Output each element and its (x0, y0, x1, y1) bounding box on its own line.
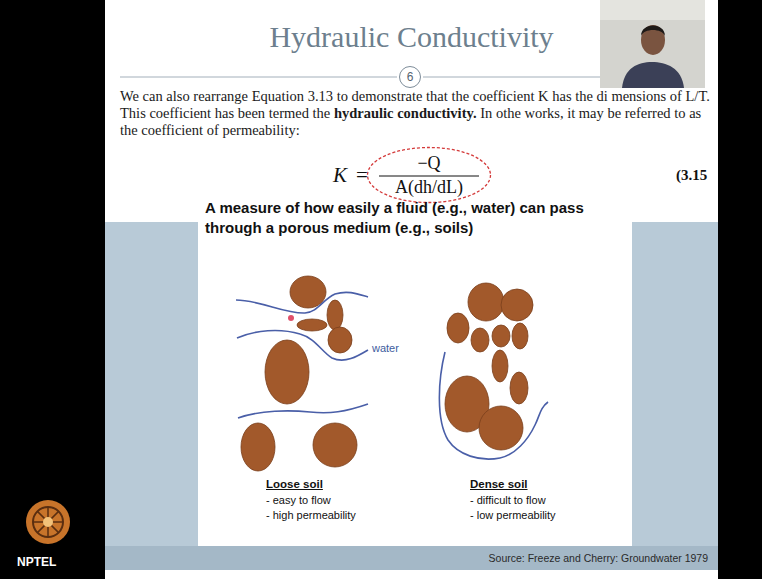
loose-flow-lines (236, 292, 368, 418)
body-text-bold: hydraulic conductivity. (334, 105, 477, 122)
marker-dot (288, 315, 294, 321)
logo-ring (33, 507, 63, 537)
equation-number: (3.15 (676, 166, 707, 185)
logo-spoke (37, 511, 58, 532)
soil-particle (468, 283, 504, 321)
webcam-person-head (641, 25, 665, 55)
flow-line (439, 352, 548, 459)
soil-particle (492, 325, 510, 347)
soil-particle (510, 372, 528, 404)
soil-caption-title: Loose soil (266, 477, 323, 491)
soil-caption: - easy to flow (266, 493, 331, 507)
logo-text: NPTEL (17, 555, 56, 570)
flow-line (238, 404, 368, 418)
soil-particle (447, 313, 469, 343)
flow-line (236, 292, 368, 313)
soil-particle (290, 276, 326, 308)
soil-caption: - high permeability (266, 508, 356, 522)
logo-spokes (33, 507, 63, 537)
webcam-person-hair (641, 26, 665, 37)
logo-wheel (26, 500, 70, 544)
soil-particle (297, 319, 327, 331)
logo-spoke (37, 511, 58, 532)
webcam-wall (600, 0, 705, 20)
slide-title: Hydraulic Conductivity (105, 20, 718, 54)
dense-soil-particles (445, 283, 533, 450)
soil-particle (313, 423, 357, 467)
source-strip (105, 546, 718, 570)
fraction-bar (379, 176, 479, 177)
equation-sign: = (356, 162, 368, 188)
equation-ellipse: −Q A(dh/dL) (366, 146, 492, 204)
logo-hub (43, 517, 53, 527)
title-rule (120, 77, 397, 78)
soil-particle (328, 327, 352, 353)
water-label: water (372, 341, 399, 355)
soil-particle (471, 328, 489, 352)
soil-caption: - difficult to flow (470, 493, 546, 507)
webcam-frame (600, 0, 705, 88)
soil-particle (241, 423, 275, 471)
equation-symbol: K (333, 162, 347, 188)
soil-particle (327, 300, 343, 330)
fraction-numerator: −Q (366, 153, 492, 174)
soil-particle (512, 323, 528, 349)
figure-panel (198, 194, 632, 546)
source-note: Source: Freeze and Cherry: Groundwater 1… (489, 552, 708, 565)
flow-line (237, 331, 368, 361)
definition-heading: A measure of how easily a fluid (e.g., w… (205, 198, 605, 238)
soil-particle (265, 340, 309, 404)
soil-particle (479, 406, 523, 450)
fraction-denominator: A(dh/dL) (366, 177, 492, 198)
soil-particle (501, 289, 533, 321)
webcam-person-body (622, 62, 684, 88)
body-paragraph: We can also rearrange Equation 3.13 to d… (120, 88, 716, 139)
soil-caption-title: Dense soil (470, 477, 528, 491)
nptel-logo (26, 500, 70, 544)
soil-particle (492, 350, 508, 382)
slide-number-circle: 6 (399, 66, 421, 88)
soil-caption: - low permeability (470, 508, 556, 522)
slide-background (105, 0, 718, 579)
loose-soil-particles (241, 276, 357, 471)
slide-number: 6 (407, 70, 414, 84)
